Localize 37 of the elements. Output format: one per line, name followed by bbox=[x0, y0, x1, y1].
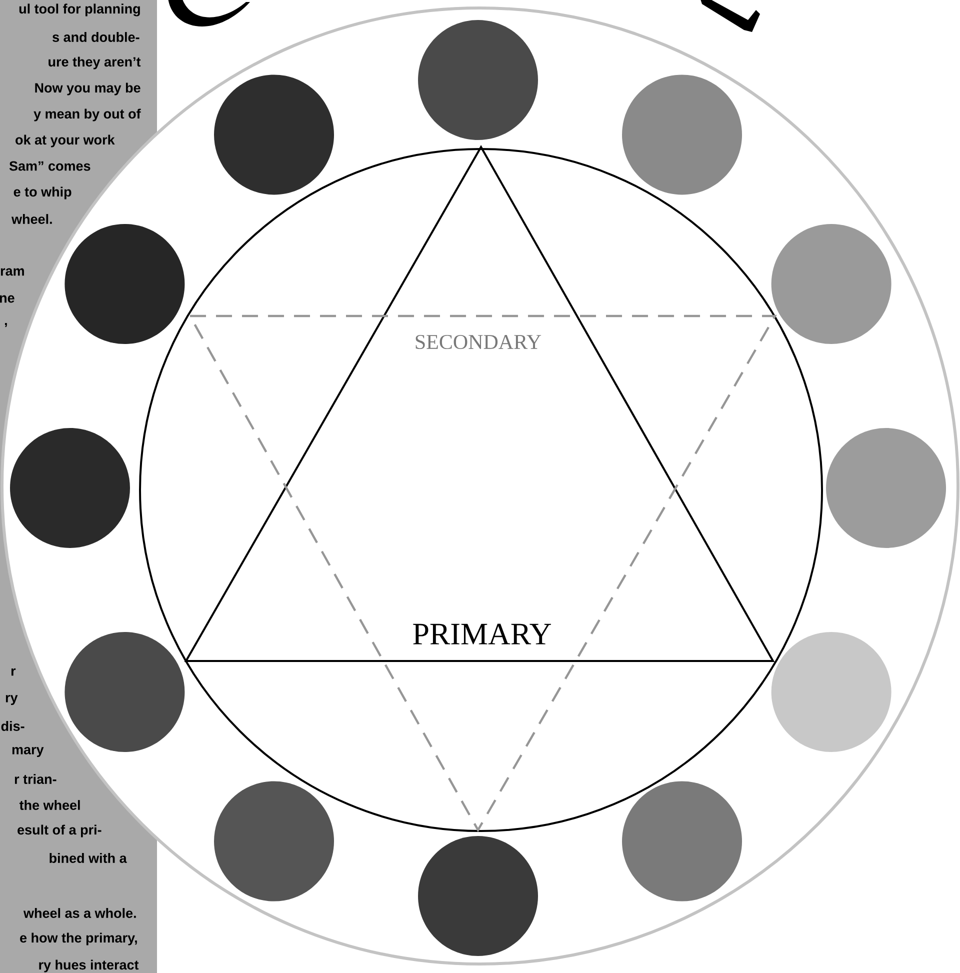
body-text-line: ry hues interact bbox=[39, 960, 139, 972]
color-dot bbox=[10, 428, 130, 548]
body-text-line: wheel. bbox=[12, 214, 52, 224]
body-text-line: e how the primary, bbox=[20, 932, 137, 946]
body-text-line: mary bbox=[12, 746, 44, 758]
body-text-line: wheel as a whole. bbox=[23, 908, 136, 918]
body-text-line: the wheel bbox=[19, 800, 80, 810]
body-text-line: s and double- bbox=[52, 32, 140, 42]
color-dot bbox=[418, 836, 538, 956]
color-dot bbox=[64, 224, 185, 344]
color-dot bbox=[771, 224, 892, 344]
color-dot bbox=[214, 74, 334, 195]
body-text-line: Sam” comes bbox=[9, 161, 90, 171]
body-text-line: bined with a bbox=[50, 853, 127, 863]
color-dot bbox=[622, 781, 742, 902]
body-text-line: ne bbox=[0, 295, 14, 303]
body-text-line: esult of a pri- bbox=[18, 824, 102, 838]
body-text-line: ram bbox=[0, 268, 24, 276]
body-text-line: ry bbox=[6, 694, 18, 706]
color-dot bbox=[214, 781, 334, 902]
body-text-line: ok at your work bbox=[16, 134, 115, 148]
color-dot bbox=[622, 74, 742, 195]
color-dot bbox=[771, 632, 892, 752]
body-text-line: ul tool for planning bbox=[19, 4, 140, 16]
body-text-line: r bbox=[11, 668, 16, 676]
body-text-line: dis- bbox=[1, 721, 24, 731]
color-dot bbox=[64, 632, 185, 752]
color-dot bbox=[418, 20, 538, 140]
body-text-line: ure they aren’t bbox=[48, 56, 141, 70]
body-text-line: r trian- bbox=[14, 774, 56, 784]
triangle-label: PRIMARY bbox=[413, 624, 551, 644]
body-text-line: Now you may be bbox=[35, 82, 140, 96]
triangle-label: SECONDARY bbox=[416, 334, 542, 350]
color-dot bbox=[826, 428, 946, 548]
body-text-line: e to whip bbox=[14, 186, 72, 200]
body-text-line: y mean by out of bbox=[34, 108, 141, 122]
body-text-line: , bbox=[4, 322, 7, 328]
